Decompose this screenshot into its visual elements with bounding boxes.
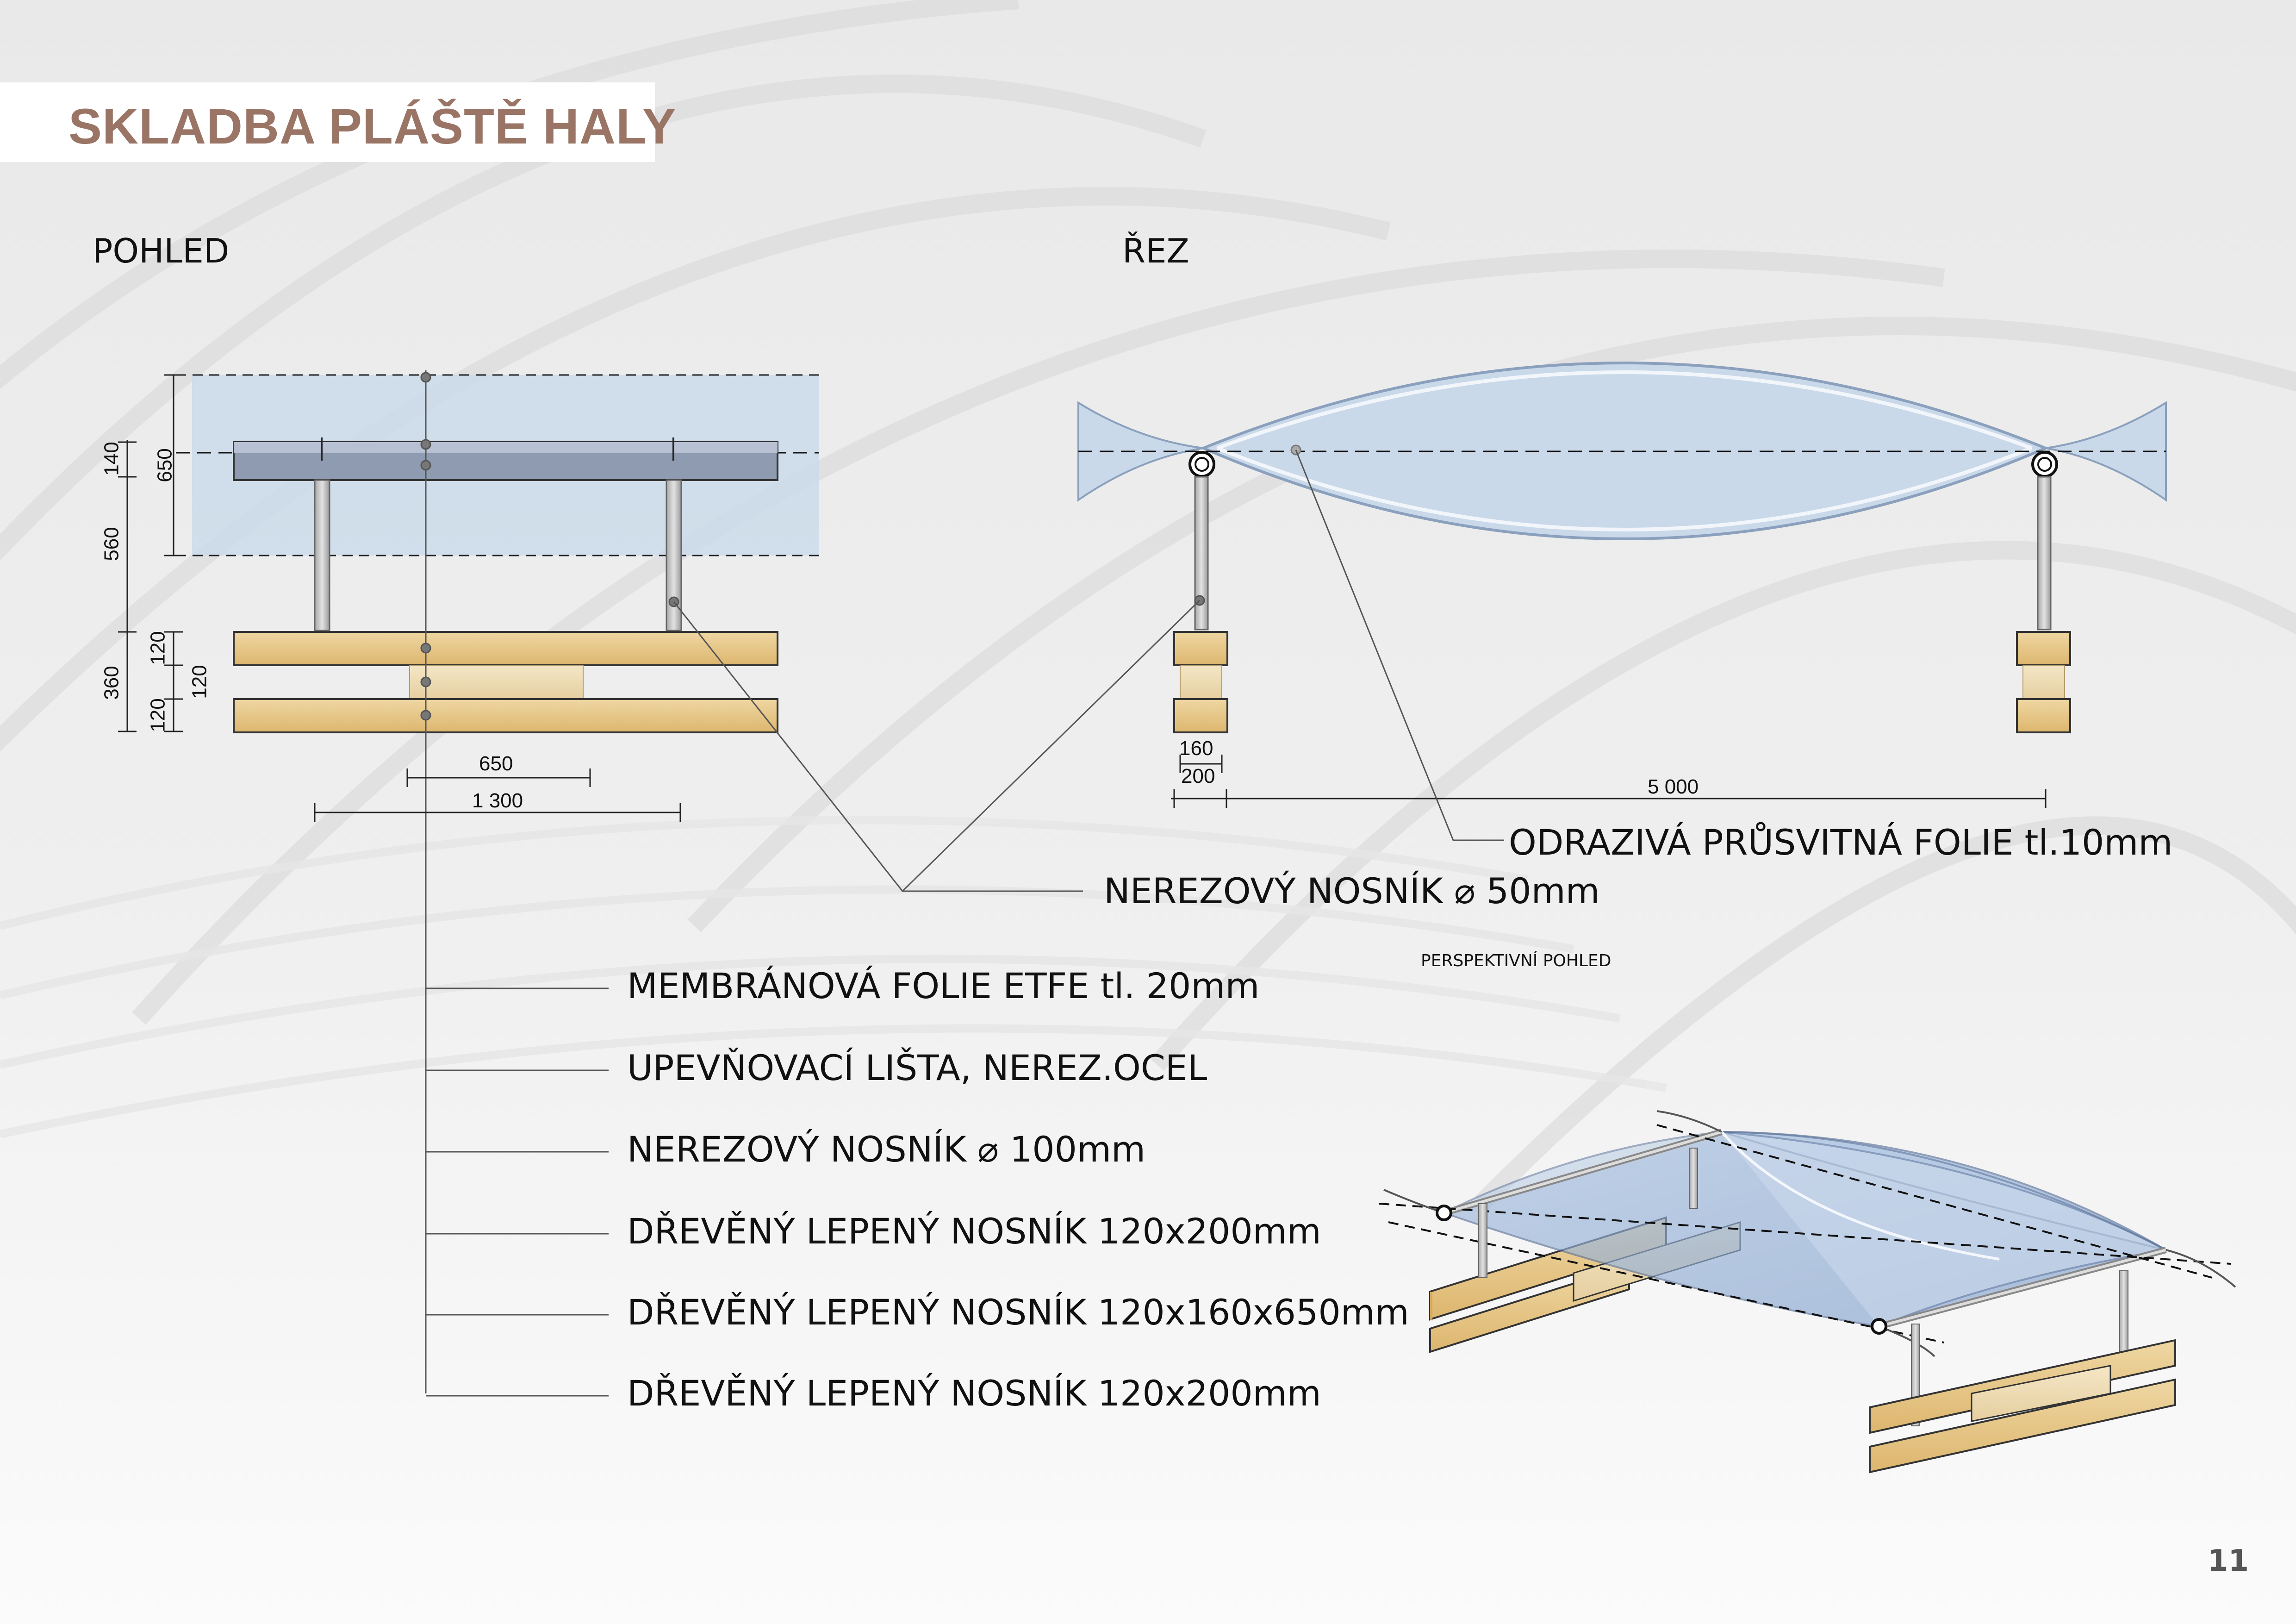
legend-item-etfe-membrane: MEMBRÁNOVÁ FOLIE ETFE tl. 20mm	[627, 965, 1260, 1006]
dim-1300: 1 300	[472, 789, 523, 812]
timber-beam-top	[233, 631, 778, 666]
pohled-view	[118, 370, 819, 1397]
heading-rez: ŘEZ	[1122, 231, 1189, 270]
dim-650-vertical: 650	[153, 448, 176, 482]
page-number: 11	[2208, 1544, 2249, 1578]
callout-odrazive-folie: ODRAZIVÁ PRŮSVITNÁ FOLIE tl.10mm	[1509, 822, 2173, 863]
perspektivni-view	[1379, 1110, 2236, 1474]
dim-650-horizontal: 650	[479, 752, 513, 775]
dim-120-middle: 120	[188, 665, 211, 699]
legend-item-timber-block: DŘEVĚNÝ LEPENÝ NOSNÍK 120x160x650mm	[627, 1292, 1409, 1333]
page-title: SKLADBA PLÁŠTĚ HALY	[68, 98, 677, 154]
heading-pohled: POHLED	[93, 231, 230, 270]
legend-item-timber-beam-top: DŘEVĚNÝ LEPENÝ NOSNÍK 120x200mm	[627, 1211, 1321, 1252]
heading-perspektivni: PERSPEKTIVNÍ POHLED	[1421, 951, 1612, 970]
timber-block	[409, 665, 584, 700]
dim-160: 160	[1179, 737, 1213, 760]
dim-360: 360	[100, 666, 123, 700]
dim-200: 200	[1181, 765, 1215, 787]
rez-view	[673, 362, 2167, 892]
legend-item-steel-beam-100: NEREZOVÝ NOSNÍK ⌀ 100mm	[627, 1129, 1146, 1170]
dim-120-bottom: 120	[146, 698, 169, 732]
dim-560: 560	[100, 527, 123, 561]
legend-item-timber-beam-bottom: DŘEVĚNÝ LEPENÝ NOSNÍK 120x200mm	[627, 1373, 1321, 1414]
dim-120-top: 120	[146, 631, 169, 665]
dim-5000: 5 000	[1648, 775, 1699, 798]
callout-nerezovy-nosnik-50: NEREZOVÝ NOSNÍK ⌀ 50mm	[1104, 870, 1600, 912]
legend-item-fixing-rail: UPEVŇOVACÍ LIŠTA, NEREZ.OCEL	[627, 1047, 1207, 1088]
dim-140: 140	[100, 442, 123, 476]
title-background	[0, 82, 655, 162]
timber-beam-bottom	[233, 698, 778, 733]
steel-post-left	[314, 479, 330, 631]
